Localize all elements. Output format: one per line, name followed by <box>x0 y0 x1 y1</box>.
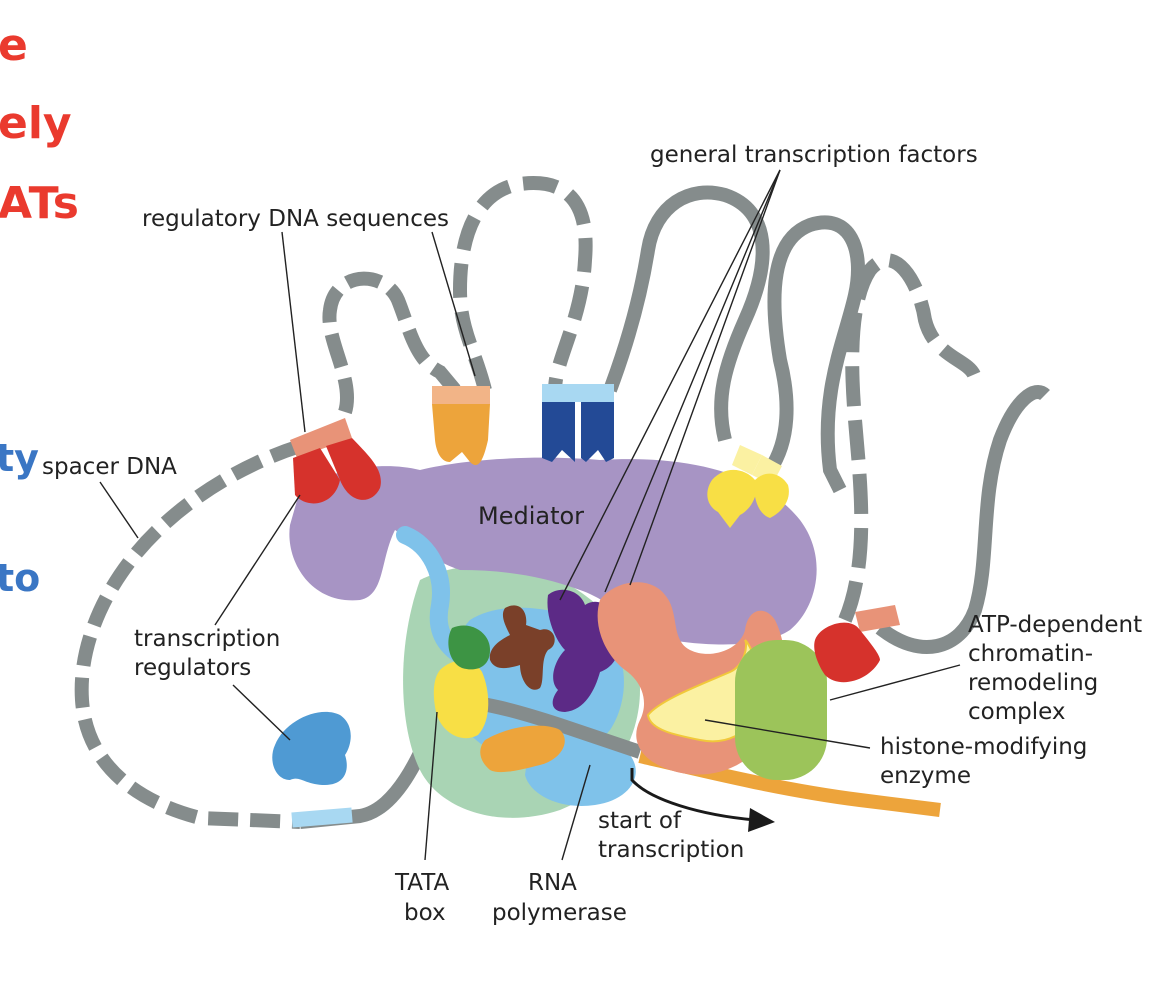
label-start-line1: start of <box>598 808 682 834</box>
regulator-red-right <box>814 605 900 683</box>
transcription-regulator-blue <box>272 711 351 785</box>
label-rna-line1: RNA <box>528 870 577 896</box>
dna-loop-3 <box>603 185 770 442</box>
label-rna-line2: polymerase <box>492 900 627 926</box>
mediator-complex <box>289 457 817 645</box>
label-transcription-regulators-line1: transcription <box>134 626 280 652</box>
slide-body-fragment-2: to <box>0 556 41 600</box>
label-spacer-dna: spacer DNA <box>42 454 177 480</box>
label-tata-line1: TATA <box>394 870 449 896</box>
leader-lines <box>99 169 961 861</box>
dna-loop-2 <box>452 176 593 392</box>
regulator-navy <box>542 384 614 462</box>
spacer-highlight <box>291 807 353 828</box>
spacer-dna-loop <box>74 439 303 829</box>
start-arrow <box>630 768 775 832</box>
dna-loop-6 <box>875 385 1050 654</box>
label-start-line2: transcription <box>598 837 744 863</box>
gtf-brown <box>489 605 555 690</box>
gtf-green <box>448 625 490 670</box>
gtf-orange <box>480 725 565 773</box>
label-general-transcription-factors: general transcription factors <box>650 142 978 168</box>
regulator-orange <box>432 386 490 466</box>
slide-title-fragment-1: e <box>0 20 28 71</box>
slide-body-fragment-1: ty <box>0 436 39 480</box>
label-atp-line2: chromatin- <box>968 641 1093 667</box>
atp-remodeling-complex <box>735 640 827 780</box>
slide-title-fragment-3: ATs <box>0 178 79 229</box>
regulator-red-left <box>290 418 381 504</box>
tata-binding-yellow <box>433 660 489 739</box>
label-histone-line2: enzyme <box>880 763 971 789</box>
dna-loop-1 <box>322 271 461 415</box>
regulator-yellow <box>707 445 789 528</box>
label-atp-line3: remodeling <box>968 670 1098 696</box>
slide-title-fragment-2: ely <box>0 98 72 149</box>
label-tata-line2: box <box>404 900 446 926</box>
label-transcription-regulators-line2: regulators <box>134 655 251 681</box>
dna-loop-4 <box>764 215 865 494</box>
label-histone-line1: histone-modifying <box>880 734 1087 760</box>
gtf-blue-stalk <box>396 526 469 664</box>
label-mediator: Mediator <box>478 502 584 530</box>
label-regulatory-dna-sequences: regulatory DNA sequences <box>142 206 449 232</box>
dna-loop-5 <box>838 253 982 623</box>
label-atp-line4: complex <box>968 699 1065 725</box>
label-atp-line1: ATP-dependent <box>968 612 1142 638</box>
